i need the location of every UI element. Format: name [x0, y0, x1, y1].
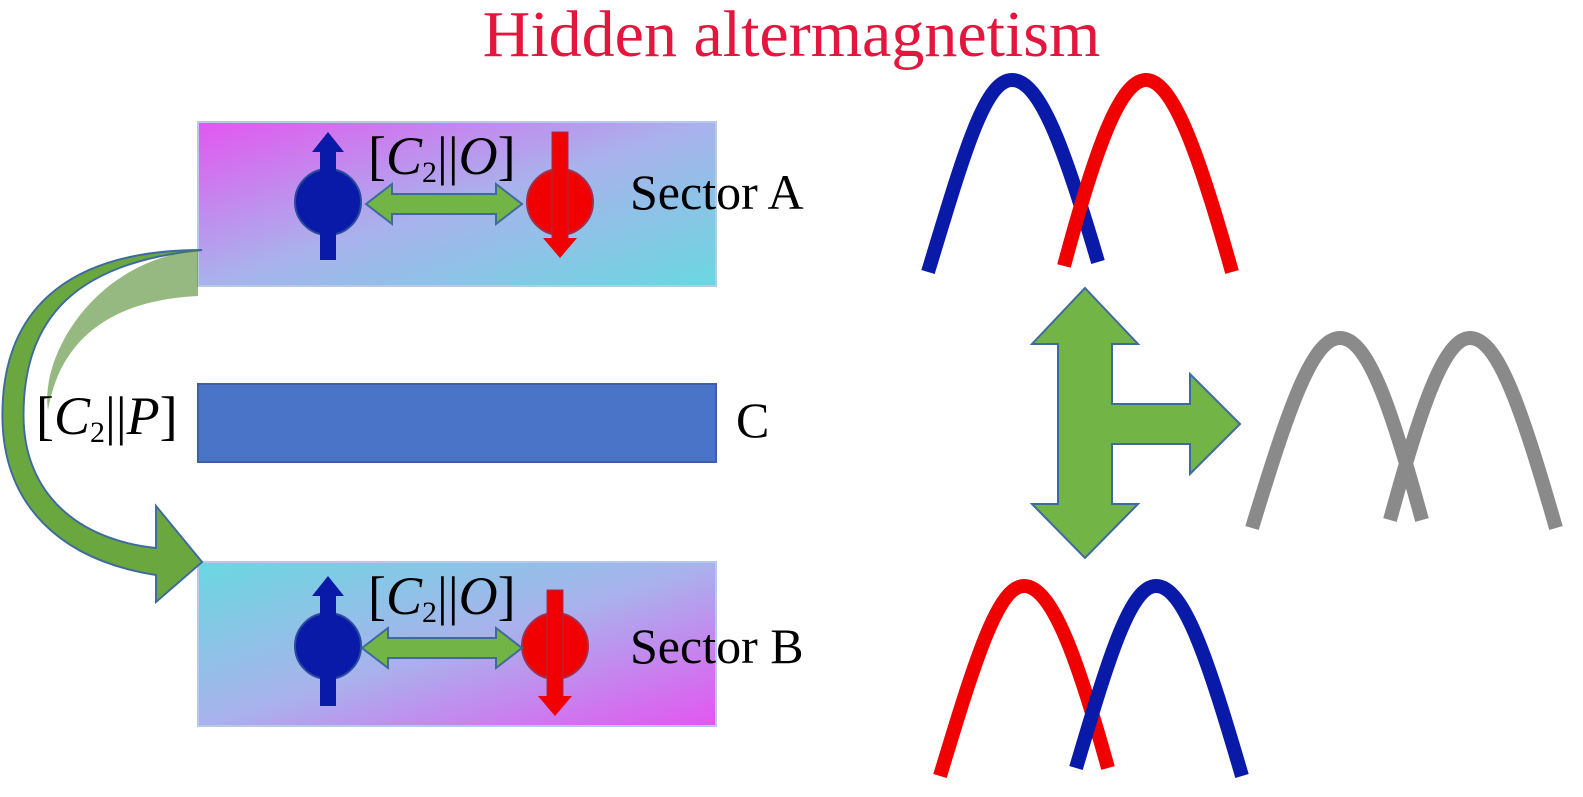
degenerate-bands: [1245, 330, 1563, 531]
figure-title: Hidden altermagnetism: [482, 0, 1101, 71]
sector-a-spin-up: [294, 132, 362, 260]
sector-b-bands: [933, 578, 1249, 779]
center-label: C: [736, 392, 770, 448]
sector-a-bands: [921, 72, 1239, 275]
sector-a-label: Sector A: [630, 164, 804, 220]
sector-b-exchange-arrow: [360, 625, 524, 671]
sector-a-spin-down: [526, 131, 594, 258]
inter-sector-symmetry: [C2||P]: [36, 386, 178, 449]
sector-b-symmetry: [C2||O]: [368, 566, 516, 629]
sector-a-symmetry: [C2||O]: [368, 126, 516, 189]
center-bar: [197, 383, 717, 463]
sector-b-spin-down: [521, 589, 589, 716]
sector-a-exchange-arrow: [364, 181, 524, 227]
sector-b-spin-up: [294, 576, 362, 706]
sector-b-label: Sector B: [630, 618, 804, 674]
combine-arrow: [1029, 286, 1242, 560]
sector-transfer-arrow: [1, 249, 204, 605]
